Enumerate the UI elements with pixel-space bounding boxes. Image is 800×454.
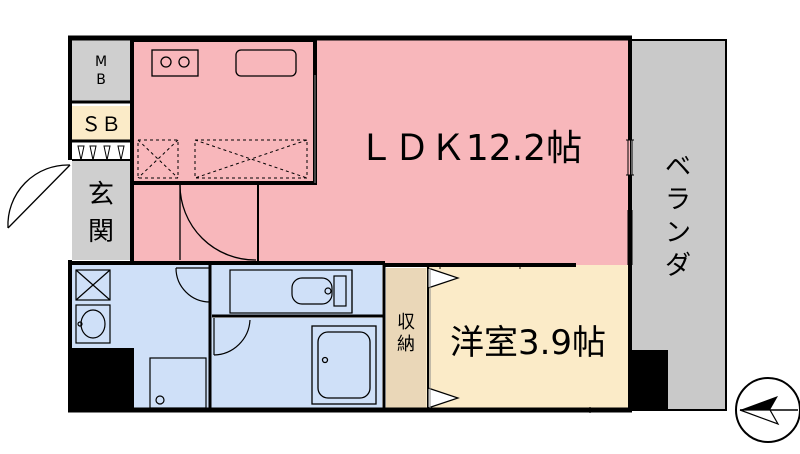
interior-walls (72, 38, 576, 410)
ldk-area (130, 40, 630, 265)
mb-label-top: M (95, 54, 107, 70)
sink-icon (235, 49, 297, 77)
window-marks (439, 139, 634, 413)
washroom-door[interactable] (175, 267, 211, 303)
column-block (630, 350, 668, 410)
veranda-char-4: ダ (665, 251, 691, 281)
ldk-door[interactable] (179, 184, 257, 261)
entrance-label-top: 玄 (88, 180, 114, 210)
western-room-area (426, 265, 630, 410)
veranda-area (629, 39, 727, 411)
storage-label-bottom: 納 (397, 334, 415, 355)
storage-area (386, 268, 426, 410)
entrance-label-bottom: 関 (88, 217, 114, 247)
north-compass-icon (735, 377, 800, 443)
toilet-area (212, 265, 382, 315)
veranda-char-3: ン (665, 218, 691, 248)
bathtub-icon (311, 325, 377, 405)
bathroom-door[interactable] (213, 318, 251, 356)
column-block (72, 348, 134, 410)
sb-label: ＳＢ (81, 112, 121, 136)
entrance-door[interactable] (7, 164, 71, 229)
mb-label-bottom: B (96, 72, 106, 88)
western-room-label: 洋室3.9帖 (450, 323, 606, 363)
washer-icon (75, 269, 111, 301)
sb-closet-doors[interactable] (77, 145, 125, 161)
washbasin-icon (75, 304, 111, 344)
entrance-area (72, 160, 130, 260)
storage-label-top: 収 (397, 312, 415, 333)
bathroom-area (212, 318, 382, 410)
washing-machine-pan (149, 357, 207, 409)
mb-area (72, 40, 130, 102)
veranda-char-1: ベ (665, 152, 691, 182)
kitchen-cabinets (137, 139, 308, 179)
storage-doors[interactable] (427, 267, 460, 409)
sb-area (72, 106, 130, 141)
ldk-label: ＬＤＫ12.2帖 (358, 128, 582, 169)
veranda-char-2: ラ (665, 185, 691, 215)
stove-icon (151, 49, 199, 77)
